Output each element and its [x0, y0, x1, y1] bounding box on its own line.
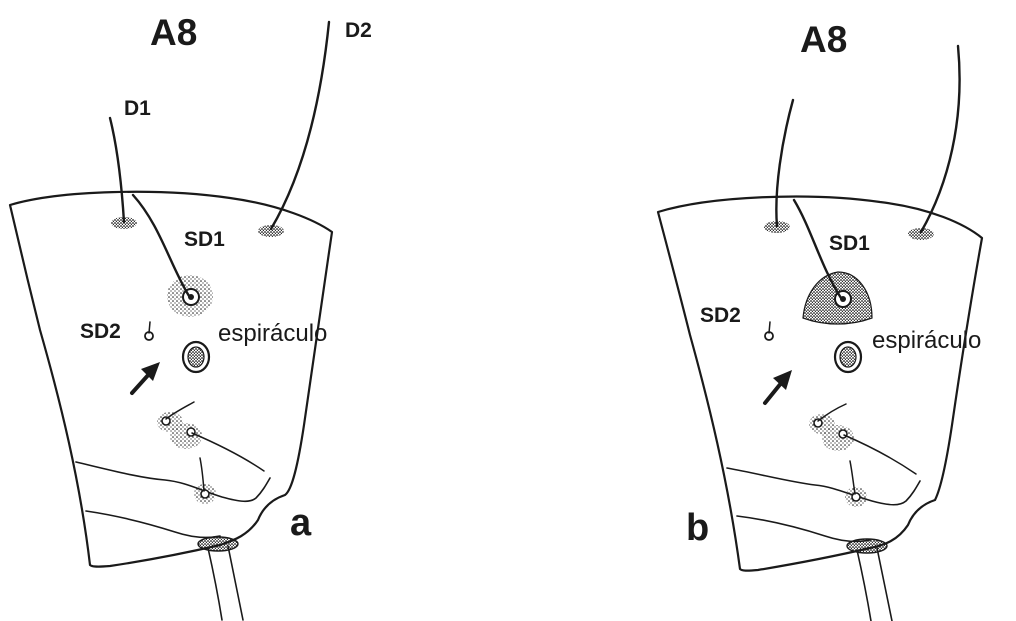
segment-fold: [86, 511, 220, 537]
d1-seta: [776, 100, 793, 226]
proleg-base: [847, 539, 887, 553]
segment-title: A8: [800, 19, 847, 60]
proleg-base: [198, 537, 238, 551]
segment-fold: [727, 468, 920, 505]
sd2-seta: [769, 322, 770, 333]
sd1-seta: [133, 195, 189, 296]
d1-seta: [110, 118, 124, 222]
arrow-icon: [132, 362, 160, 393]
panel-a: A8 D1 D2 SD1 SD2 espiráculo a: [10, 12, 372, 620]
d2-seta: [271, 22, 329, 229]
d1-label: D1: [124, 97, 151, 120]
proleg-stalk: [208, 546, 243, 620]
segment-fold: [76, 462, 270, 501]
panel-letter: a: [290, 502, 312, 544]
l2-seta: [192, 433, 264, 471]
sd1-label: SD1: [829, 232, 870, 255]
segment-title: A8: [150, 12, 197, 53]
segment-fold: [737, 516, 870, 541]
arrow-icon: [765, 370, 792, 403]
spiracle-label: espiráculo: [872, 327, 981, 354]
spiracle-label: espiráculo: [218, 320, 327, 347]
l2-seta: [844, 435, 916, 474]
sd2-seta: [149, 322, 150, 333]
sd2-label: SD2: [80, 320, 121, 343]
d2-seta: [921, 46, 960, 232]
sd2-label: SD2: [700, 304, 741, 327]
panel-letter: b: [686, 507, 709, 549]
sd1-label: SD1: [184, 228, 225, 251]
panel-b: A8 SD1 SD2 espiráculo b: [658, 19, 982, 621]
proleg-stalk: [857, 548, 892, 621]
segment-outline: [10, 192, 332, 567]
d2-label: D2: [345, 19, 372, 42]
